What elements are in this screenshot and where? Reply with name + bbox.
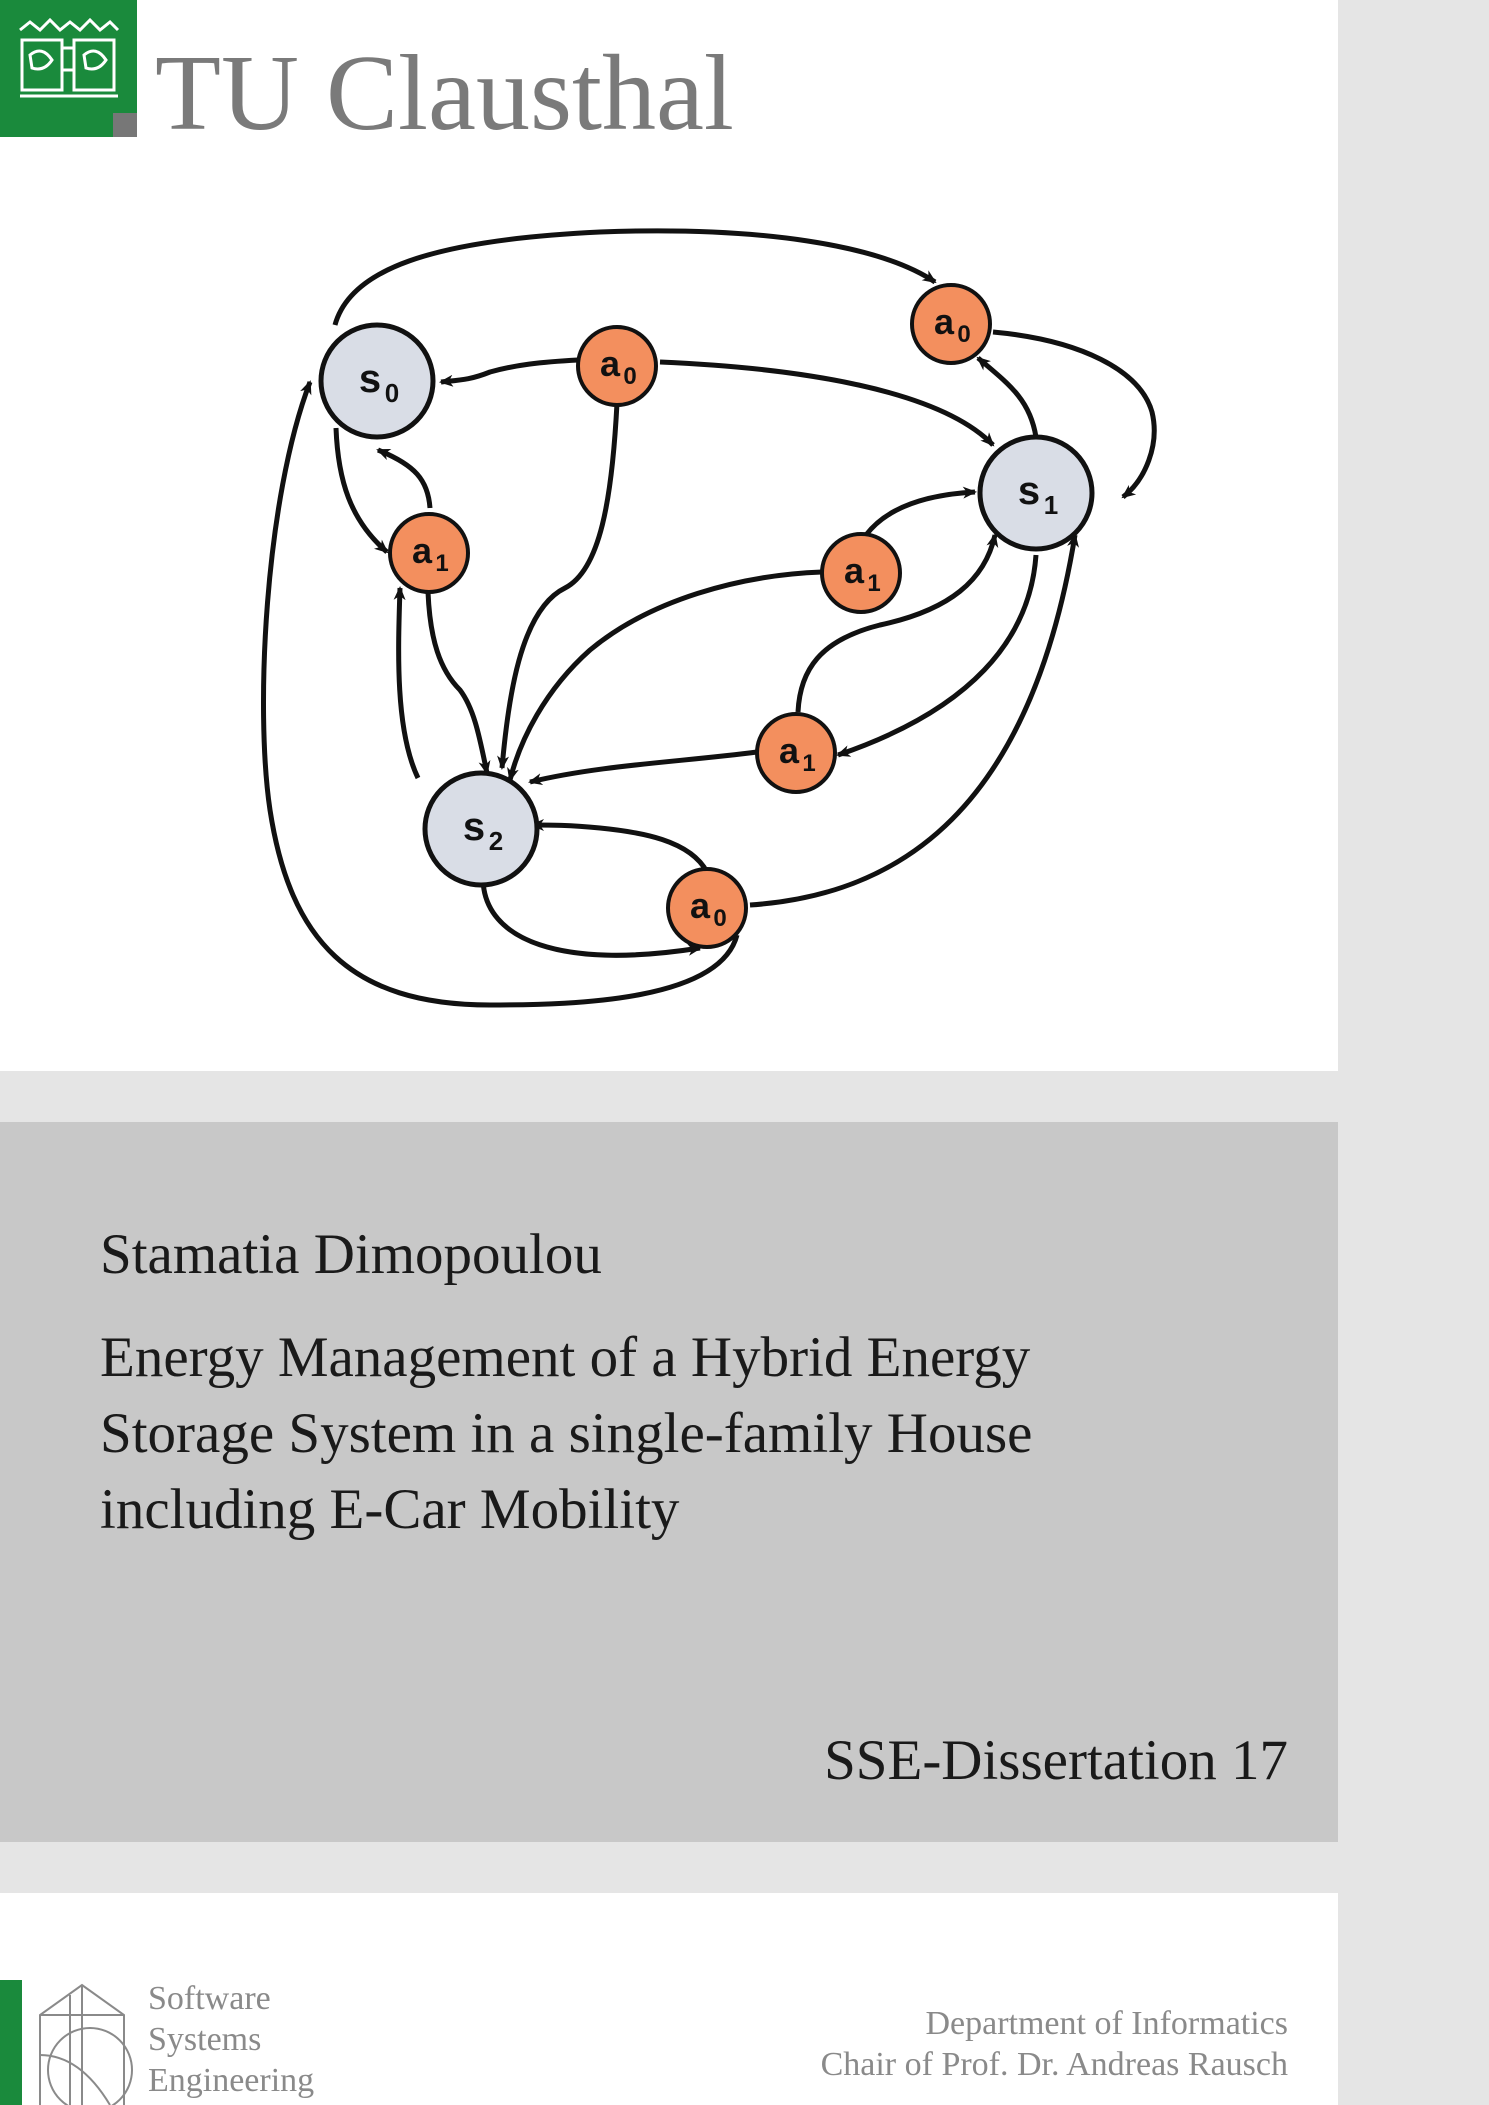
series-label: SSE-Dissertation 17 (824, 1729, 1288, 1792)
action-node-a0-top: a 0 (910, 283, 992, 365)
edge-a0bot-s0 (260, 380, 740, 1008)
state-node-s2: s 2 (422, 770, 540, 888)
footer-panel (0, 1893, 1338, 2105)
edge-s0-a0top (332, 228, 937, 326)
edge-a0bot-s1 (749, 533, 1079, 908)
svg-text:s: s (359, 357, 381, 401)
action-node-a1-left: a 1 (388, 512, 470, 594)
state-node-s1: s 1 (977, 434, 1095, 552)
action-node-a0-mid: a 0 (576, 325, 658, 407)
svg-text:1: 1 (867, 570, 880, 597)
department-info: Department of Informatics Chair of Prof.… (821, 2003, 1288, 2085)
top-panel (0, 0, 1338, 1071)
book-title: Energy Management of a Hybrid Energy Sto… (100, 1320, 1300, 1548)
svg-text:a: a (690, 885, 711, 926)
svg-text:1: 1 (1044, 490, 1058, 520)
svg-text:0: 0 (713, 905, 726, 932)
edge-a0top-s1 (992, 329, 1157, 499)
title-panel (0, 1122, 1338, 1842)
action-node-a0-bot: a 0 (666, 867, 748, 949)
edge-a1left-s2 (425, 591, 491, 775)
edge-a1left-s0 (376, 447, 433, 509)
svg-text:0: 0 (385, 378, 399, 408)
edge-a1mid-s2 (507, 569, 823, 782)
edge-a0mid-s1 (659, 359, 995, 447)
action-node-a1-mid: a 1 (820, 532, 902, 614)
title-line: Storage System in a single-family House (100, 1402, 1033, 1465)
svg-text:1: 1 (435, 550, 448, 577)
svg-text:2: 2 (489, 826, 503, 856)
svg-text:0: 0 (623, 363, 636, 390)
edge-s2-a1left (393, 586, 421, 780)
dept-line: Chair of Prof. Dr. Andreas Rausch (820, 2046, 1288, 2083)
title-line: including E-Car Mobility (100, 1478, 680, 1541)
state-node-s0: s 0 (318, 322, 436, 440)
edge-a0bot-s2 (530, 819, 710, 874)
title-line: Energy Management of a Hybrid Energy (100, 1326, 1031, 1389)
dept-line: Department of Informatics (925, 2005, 1288, 2042)
edge-a0mid-s0 (439, 357, 579, 387)
edge-a0mid-s2 (497, 402, 620, 770)
edge-s0-a1left (333, 427, 389, 554)
edge-a1mid-s1 (864, 486, 977, 537)
group-line: Software (148, 1980, 271, 2017)
edge-a1low-s1 (795, 533, 999, 713)
mdp-diagram: s 0 s 1 s 2 a 0 a 0 a 0 a (260, 228, 1157, 1008)
svg-text:a: a (779, 730, 800, 771)
edge-s1-a0top (976, 356, 1039, 438)
group-line: Engineering (148, 2062, 315, 2099)
svg-text:s: s (463, 805, 485, 849)
sse-house-logo-icon (0, 1980, 133, 2105)
sse-group-name: Software Systems Engineering (148, 1978, 314, 2101)
svg-text:a: a (934, 301, 955, 342)
svg-text:0: 0 (957, 321, 970, 348)
author-name: Stamatia Dimopoulou (100, 1223, 602, 1286)
action-node-a1-low: a 1 (755, 712, 837, 794)
edge-a1low-s2 (528, 749, 758, 786)
svg-text:a: a (412, 530, 433, 571)
svg-text:s: s (1018, 469, 1040, 513)
group-line: Systems (148, 2021, 262, 2058)
svg-text:1: 1 (802, 750, 815, 777)
edge-s2-a0bot (480, 879, 702, 958)
logo-square (113, 113, 137, 137)
svg-text:a: a (844, 550, 865, 591)
university-name: TU Clausthal (155, 34, 734, 153)
svg-text:a: a (600, 343, 621, 384)
edge-s1-a1low (836, 554, 1039, 758)
